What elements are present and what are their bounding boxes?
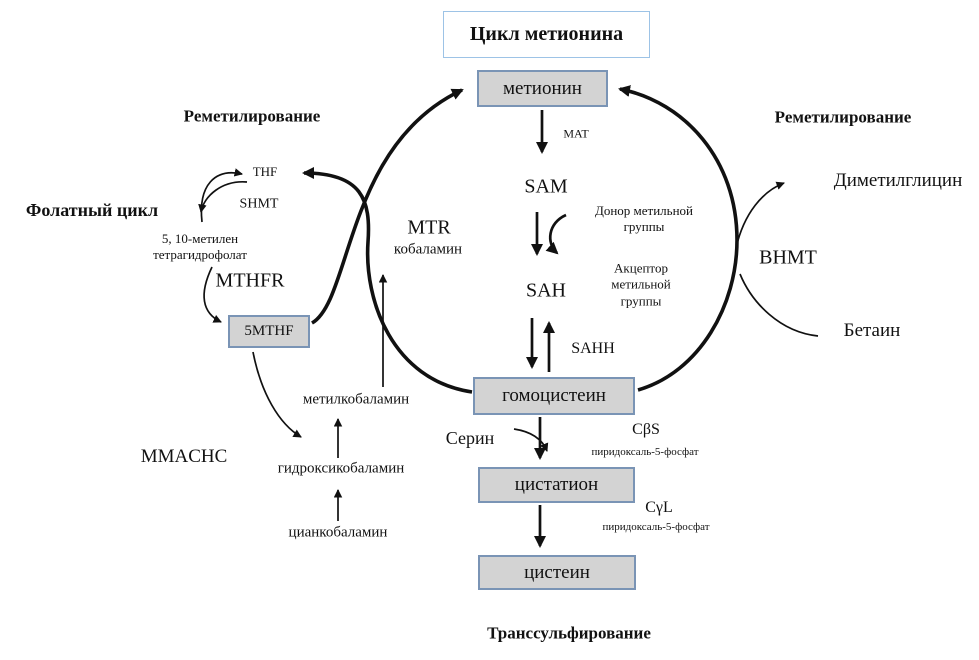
node-cystathionine: цистатион: [478, 467, 635, 503]
title-box: Цикл метионина: [443, 11, 650, 58]
diagram-title: Цикл метионина: [469, 23, 624, 45]
methylene-thf-label: 5, 10-метилен тетрагидрофолат: [153, 230, 247, 262]
node-cysteine-label: цистеин: [524, 561, 590, 583]
methyl-acceptor-label: Акцептор метильной группы: [611, 260, 671, 309]
sahh-label: SAHH: [571, 340, 615, 357]
bhmt-label: BHMT: [759, 246, 817, 269]
mthfr-label: MTHFR: [215, 269, 285, 292]
node-homocysteine: гомоцистеин: [473, 377, 635, 415]
cbs-label: CβS: [632, 421, 660, 438]
methylcobalamin-label: метилкобаламин: [302, 391, 410, 408]
hydroxocobalamin-label: гидроксикобаламин: [277, 460, 405, 477]
arrow-5mthf-to-hydroxocobalamin: [252, 351, 302, 438]
sah-label: SAH: [525, 279, 567, 302]
node-methionine-label: метионин: [503, 77, 582, 99]
remethylation-left-label: Реметилирование: [183, 106, 321, 126]
cgl-cofactor-label: пиридоксаль-5-фосфат: [602, 521, 710, 534]
mtr-label: MTR: [407, 216, 451, 239]
node-5mthf-label: 5MTHF: [244, 323, 294, 339]
arrow-serine-curve: [513, 428, 549, 452]
mtr-cofactor-label: кобаламин: [393, 241, 463, 258]
betaine-label: Бетаин: [843, 320, 901, 342]
arrow-methylene-to-5mthf: [203, 266, 222, 323]
node-5mthf: 5MTHF: [228, 315, 310, 348]
transsulfuration-label: Транссульфирование: [487, 623, 651, 643]
serine-label: Серин: [445, 427, 495, 448]
arrow-methyl-transfer-curve: [545, 213, 567, 255]
curve-betaine-to-cycle: [739, 273, 819, 337]
mat-label: MAT: [563, 126, 589, 141]
arc-5mthf-to-methionine-arrow: [311, 88, 464, 325]
cbs-cofactor-label: пиридоксаль-5-фосфат: [591, 446, 699, 459]
sam-label: SAM: [524, 175, 568, 198]
shmt-label: SHMT: [239, 196, 279, 212]
node-cysteine: цистеин: [478, 555, 636, 590]
cgl-label: CγL: [645, 499, 673, 516]
arc-homocysteine-to-methionine-arrow: [618, 85, 739, 392]
node-homocysteine-label: гомоцистеин: [502, 385, 606, 406]
arc-homocysteine-to-thf-arrow: [302, 167, 473, 394]
cyanocobalamin-label: цианкобаламин: [288, 524, 388, 541]
node-methionine: метионин: [477, 70, 608, 107]
methyl-donor-label: Донор метильной группы: [594, 202, 694, 234]
remethylation-right-label: Реметилирование: [774, 107, 912, 127]
folate-cycle-label: Фолатный цикл: [25, 199, 159, 220]
dimethylglycine-label: Диметилглицин: [833, 170, 963, 192]
thf-label: THF: [252, 163, 278, 179]
mmachc-label: MMACHC: [140, 446, 228, 468]
arrow-thf-to-methylene: [198, 181, 248, 213]
arrow-cycle-to-dimethylglycine: [735, 181, 785, 249]
node-cystathionine-label: цистатион: [514, 474, 599, 495]
